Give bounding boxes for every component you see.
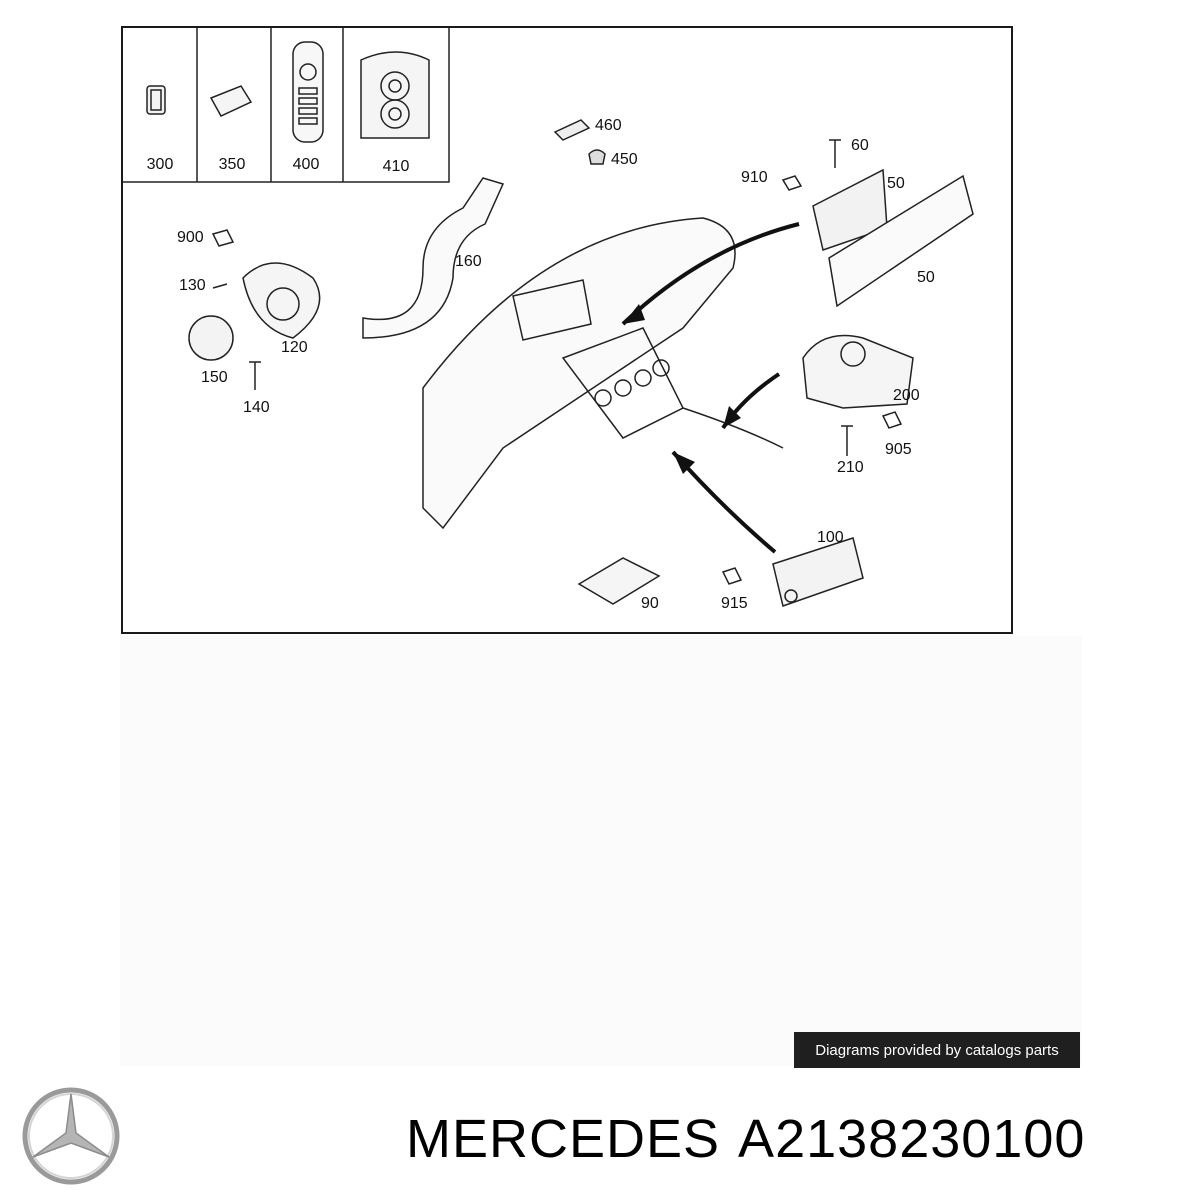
mercedes-star-icon bbox=[22, 1087, 120, 1185]
inset-label-400: 400 bbox=[292, 156, 320, 173]
callout-210: 210 bbox=[837, 459, 864, 476]
callout-150: 150 bbox=[201, 369, 228, 386]
callout-140: 140 bbox=[243, 399, 270, 416]
callout-90: 90 bbox=[641, 595, 659, 612]
diagram-drawing bbox=[123, 28, 974, 607]
callout-905: 905 bbox=[885, 441, 912, 458]
callout-100: 100 bbox=[817, 529, 844, 546]
credit-banner: Diagrams provided by catalogs parts bbox=[794, 1032, 1080, 1068]
callout-50-lower: 50 bbox=[917, 269, 935, 286]
callout-60: 60 bbox=[851, 137, 869, 154]
callout-50-upper: 50 bbox=[887, 175, 905, 192]
brand-name: MERCEDES bbox=[406, 1109, 721, 1169]
callout-910: 910 bbox=[741, 169, 768, 186]
callout-120: 120 bbox=[281, 339, 308, 356]
inset-label-300: 300 bbox=[146, 156, 174, 173]
callout-160: 160 bbox=[455, 253, 482, 270]
callout-450: 450 bbox=[611, 151, 638, 168]
callout-130: 130 bbox=[179, 277, 206, 294]
background-panel bbox=[120, 636, 1082, 1066]
callout-200: 200 bbox=[893, 387, 920, 404]
inset-label-410: 410 bbox=[382, 158, 410, 175]
inset-label-350: 350 bbox=[218, 156, 246, 173]
callout-900: 900 bbox=[177, 229, 204, 246]
parts-diagram: 300 350 400 410 460 450 60 910 50 50 900… bbox=[121, 26, 1013, 634]
part-number: A2138230100 bbox=[738, 1109, 1086, 1169]
callout-460: 460 bbox=[595, 117, 622, 134]
product-title: MERCEDES A2138230100 bbox=[406, 1108, 1085, 1170]
callout-915: 915 bbox=[721, 595, 748, 612]
